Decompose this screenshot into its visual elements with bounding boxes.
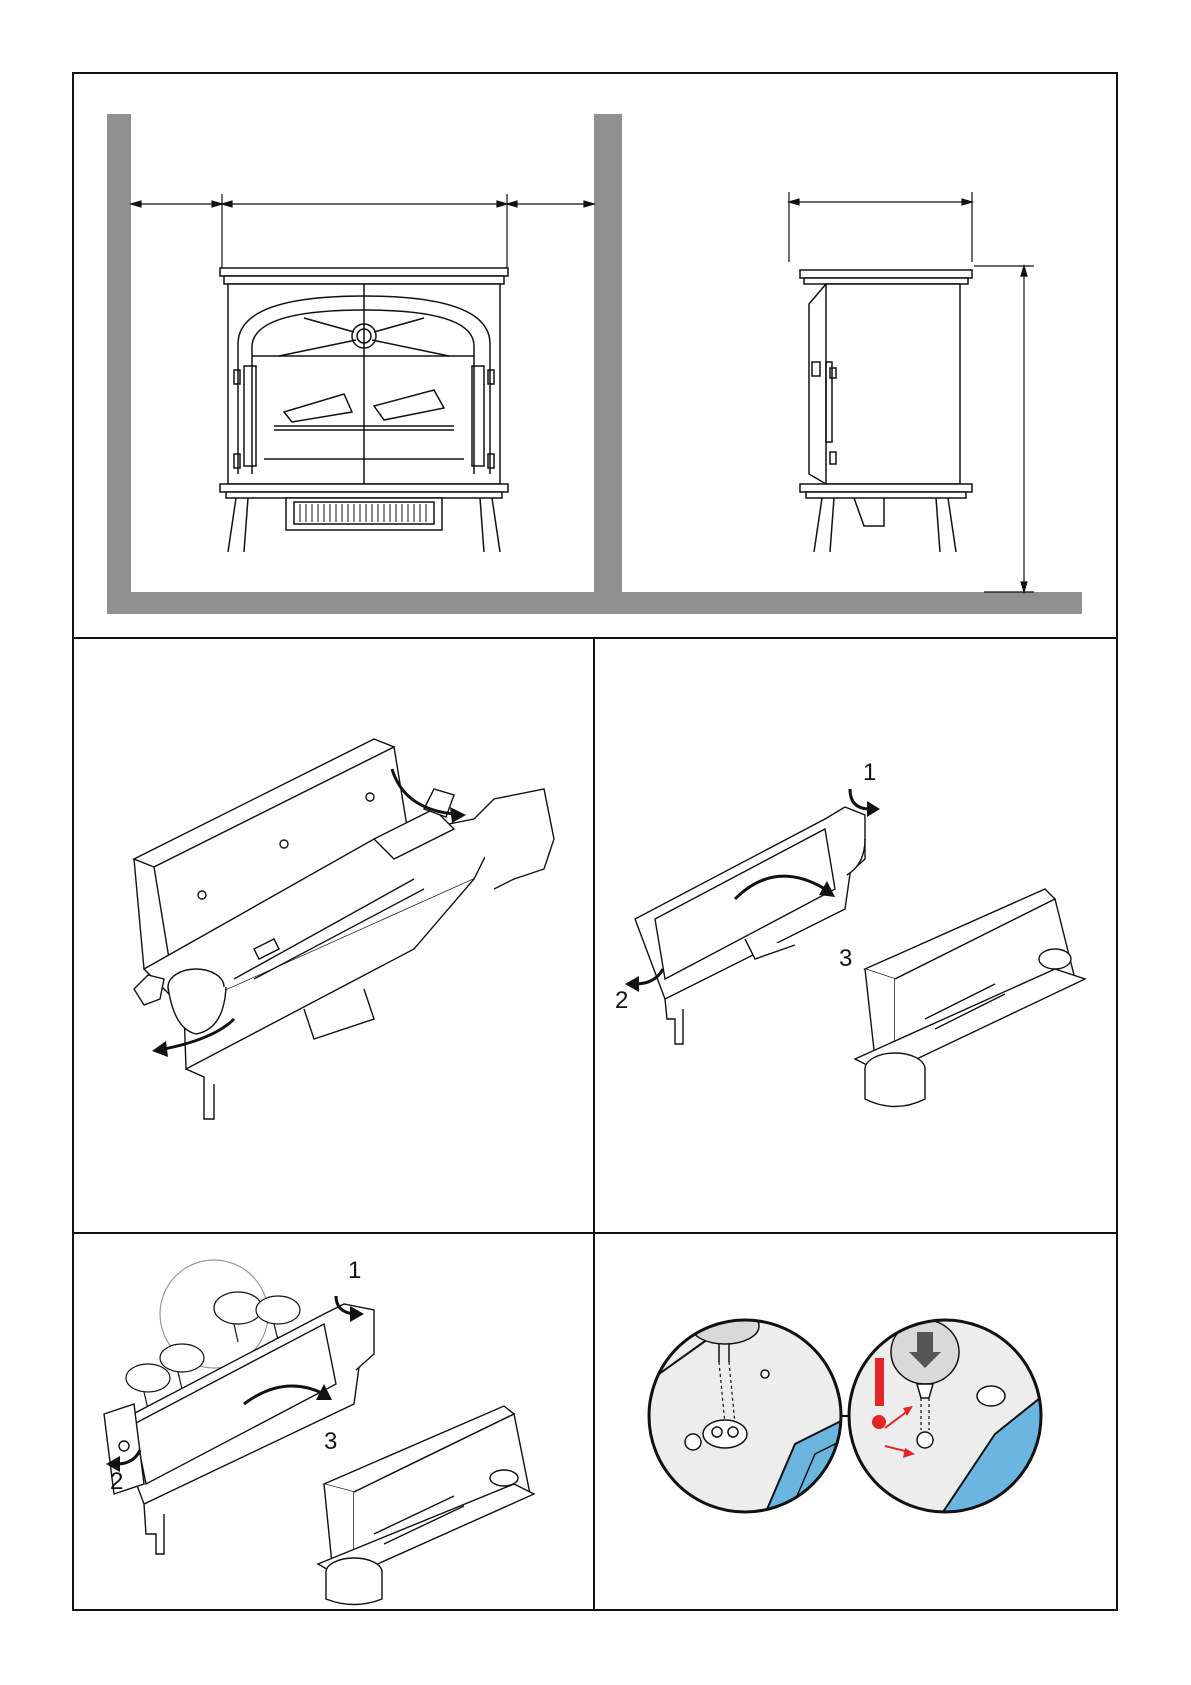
step-label-3: 3 <box>839 947 852 971</box>
removed-tray-4 <box>318 1406 534 1605</box>
stove-front-view <box>220 268 508 552</box>
detail-left <box>645 1308 855 1524</box>
step-label-1: 1 <box>863 761 876 785</box>
left-wall <box>107 114 131 614</box>
remove-tray-illustration <box>595 639 1116 1232</box>
panel-clearance-diagram <box>74 74 1116 636</box>
step-label-2: 2 <box>110 1470 123 1494</box>
panel-lamp-access: 1 2 3 <box>74 1234 593 1609</box>
water-tray-assembly <box>134 739 554 1119</box>
panel-bulb-fitting <box>595 1234 1116 1609</box>
open-lid-illustration <box>74 639 593 1232</box>
right-wall <box>594 114 622 614</box>
clearance-diagram <box>74 74 1116 636</box>
step-label-3: 3 <box>324 1430 337 1454</box>
stove-side-view <box>800 270 972 552</box>
step-label-1: 1 <box>348 1259 361 1283</box>
panel-open-lid <box>74 639 593 1232</box>
lamp-access-illustration <box>74 1234 593 1609</box>
floor <box>107 592 1082 614</box>
front-dimension-lines <box>131 194 594 274</box>
heater-base <box>635 807 865 1044</box>
step-label-2: 2 <box>615 989 628 1013</box>
panel-remove-tray: 1 2 3 <box>595 639 1116 1232</box>
bulb-fitting-illustration <box>595 1234 1116 1609</box>
removed-tray <box>855 889 1085 1107</box>
